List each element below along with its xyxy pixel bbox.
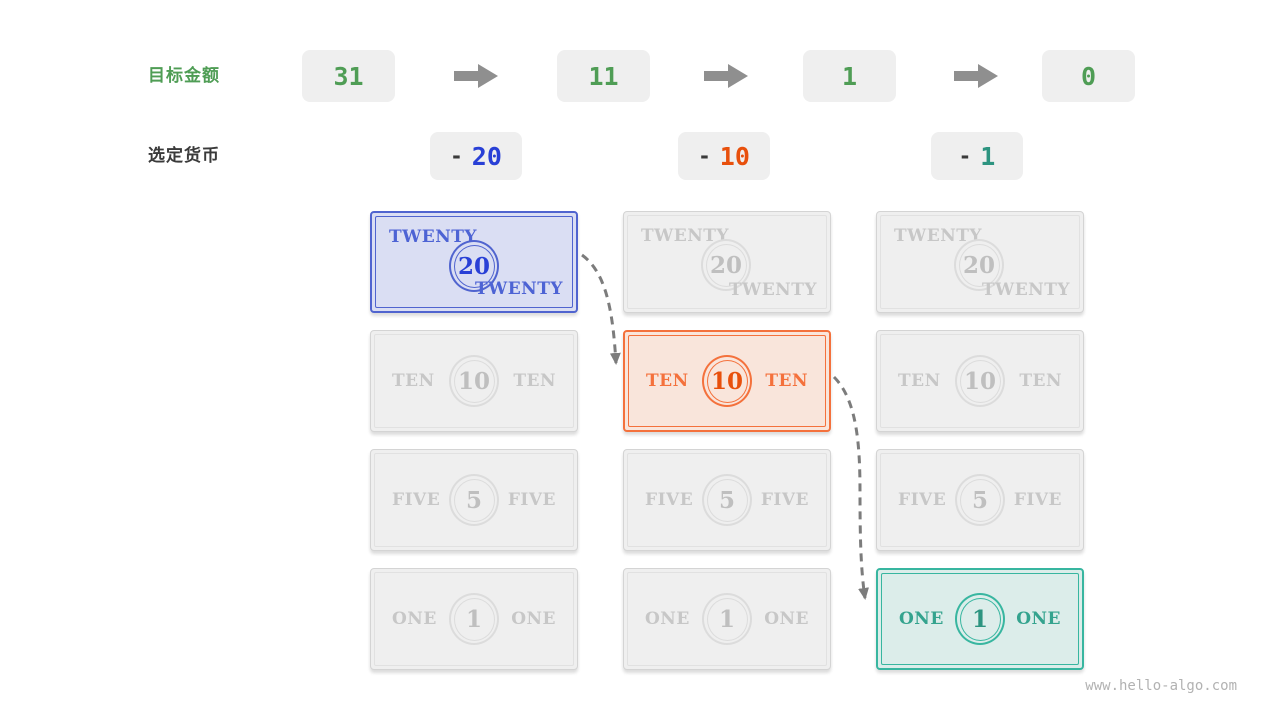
coin-seal: 1 — [449, 593, 499, 645]
note-number: 5 — [959, 478, 1001, 522]
minus-sign: - — [450, 144, 463, 168]
right-arrow-icon — [954, 62, 998, 90]
target-amount-label: 目标金额 — [148, 66, 220, 85]
note-number: 20 — [453, 244, 495, 288]
note-word: TEN — [513, 371, 556, 391]
pick-box-20: - 20 — [430, 132, 522, 180]
amount-box-1: 1 — [803, 50, 896, 102]
coin-seal: 10 — [449, 355, 499, 407]
amount-box-11: 11 — [557, 50, 650, 102]
watermark: www.hello-algo.com — [1085, 678, 1237, 694]
note-word: FIVE — [1013, 490, 1062, 510]
right-arrow-icon — [454, 62, 498, 90]
banknote-ten: TEN 10 TEN — [876, 330, 1084, 432]
minus-sign: - — [698, 144, 711, 168]
coin-seal: 10 — [702, 355, 752, 407]
note-word: ONE — [645, 609, 690, 629]
note-word: ONE — [764, 609, 809, 629]
coin-seal: 1 — [955, 593, 1005, 645]
coin-seal: 20 — [449, 240, 499, 292]
coin-seal: 1 — [702, 593, 752, 645]
note-word: TWENTY — [474, 279, 563, 299]
note-word: TEN — [392, 371, 435, 391]
note-number: 20 — [705, 243, 747, 287]
note-word: FIVE — [507, 490, 556, 510]
pick-box-10: - 10 — [678, 132, 770, 180]
note-word: FIVE — [898, 490, 947, 510]
banknote-ten-selected: TEN 10 TEN — [623, 330, 831, 432]
coin-seal: 20 — [954, 239, 1004, 291]
selected-coin-label: 选定货币 — [148, 146, 220, 165]
note-word: FIVE — [645, 490, 694, 510]
pick-value: 1 — [980, 141, 996, 171]
banknote-twenty-selected: TWENTY 20 TWENTY — [370, 211, 578, 313]
note-word: TEN — [1019, 371, 1062, 391]
note-word: TWENTY — [894, 226, 983, 246]
note-number: 10 — [453, 359, 495, 403]
note-word: TWENTY — [728, 280, 817, 300]
note-word: TWENTY — [981, 280, 1070, 300]
banknote-one-selected: ONE 1 ONE — [876, 568, 1084, 670]
flow-arrow-10-to-1 — [832, 375, 869, 600]
amount-box-0: 0 — [1042, 50, 1135, 102]
banknote-twenty: TWENTY 20 TWENTY — [876, 211, 1084, 313]
coin-seal: 5 — [702, 474, 752, 526]
pick-value: 10 — [719, 141, 750, 171]
note-word: TWENTY — [641, 226, 730, 246]
amount-box-31: 31 — [302, 50, 395, 102]
note-word: ONE — [511, 609, 556, 629]
note-word: TWENTY — [389, 227, 478, 247]
banknote-one: ONE 1 ONE — [370, 568, 578, 670]
note-word: FIVE — [392, 490, 441, 510]
coin-seal: 5 — [955, 474, 1005, 526]
note-number: 20 — [958, 243, 1000, 287]
note-number: 10 — [706, 359, 748, 403]
right-arrow-icon — [704, 62, 748, 90]
note-number: 1 — [706, 597, 748, 641]
banknote-five: FIVE 5 FIVE — [370, 449, 578, 551]
banknote-twenty: TWENTY 20 TWENTY — [623, 211, 831, 313]
banknote-five: FIVE 5 FIVE — [623, 449, 831, 551]
banknote-ten: TEN 10 TEN — [370, 330, 578, 432]
coin-seal: 20 — [701, 239, 751, 291]
note-word: FIVE — [760, 490, 809, 510]
note-word: TEN — [765, 371, 808, 391]
coin-seal: 5 — [449, 474, 499, 526]
note-word: TEN — [646, 371, 689, 391]
pick-value: 20 — [471, 141, 502, 171]
coin-seal: 10 — [955, 355, 1005, 407]
flow-arrow-20-to-10 — [581, 253, 621, 365]
note-number: 5 — [453, 478, 495, 522]
minus-sign: - — [958, 144, 972, 168]
note-number: 5 — [706, 478, 748, 522]
note-word: ONE — [392, 609, 437, 629]
banknote-one: ONE 1 ONE — [623, 568, 831, 670]
note-word: ONE — [899, 609, 944, 629]
note-number: 1 — [959, 597, 1001, 641]
note-word: TEN — [898, 371, 941, 391]
pick-box-1: - 1 — [931, 132, 1023, 180]
note-word: ONE — [1016, 609, 1061, 629]
banknote-five: FIVE 5 FIVE — [876, 449, 1084, 551]
note-number: 10 — [959, 359, 1001, 403]
note-number: 1 — [453, 597, 495, 641]
